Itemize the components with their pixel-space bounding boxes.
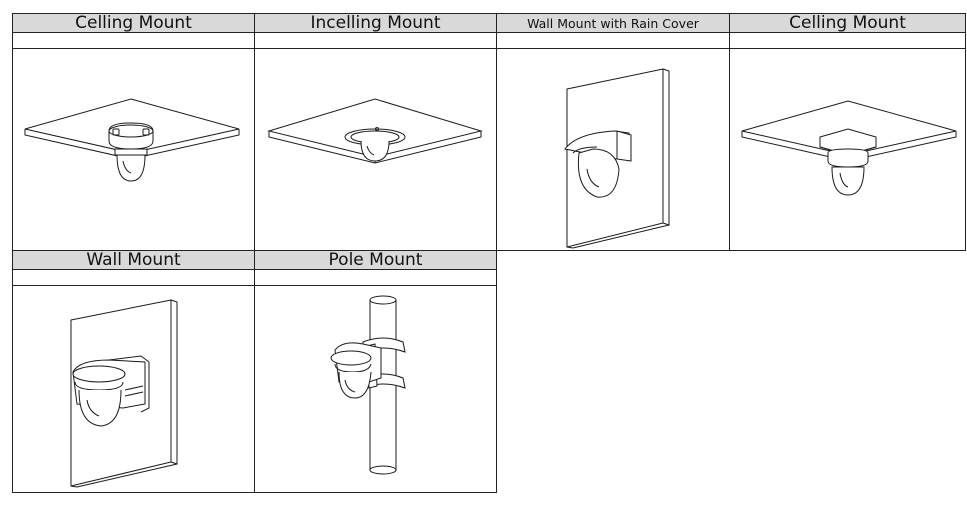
- header-wall-mount: Wall Mount: [12, 250, 255, 270]
- blank-cell: [254, 269, 497, 286]
- image-cell-wall-mount-rain-cover: [496, 48, 730, 251]
- header-label: Wall Mount with Rain Cover: [527, 15, 699, 31]
- header-label: Incelling Mount: [310, 13, 441, 33]
- header-label: Celling Mount: [75, 13, 192, 33]
- header-pole-mount: Pole Mount: [254, 250, 497, 270]
- wall-mount-rain-cover-icon: [497, 49, 729, 250]
- header-label: Wall Mount: [86, 250, 181, 270]
- image-cell-wall-mount: [12, 285, 255, 493]
- ceiling-adapter-dome-icon: [730, 49, 965, 250]
- blank-cell: [12, 269, 255, 286]
- image-cell-incelling-mount: [254, 48, 497, 251]
- header-label: Pole Mount: [328, 250, 423, 270]
- image-cell-ceiling-mount: [12, 48, 255, 251]
- ceiling-dome-icon: [13, 49, 254, 250]
- header-label: Celling Mount: [789, 13, 906, 33]
- wall-mount-dome-icon: [13, 286, 254, 492]
- blank-cell: [254, 32, 497, 49]
- image-cell-pole-mount: [254, 285, 497, 493]
- blank-cell: [729, 32, 966, 49]
- header-ceiling-mount-2: Celling Mount: [729, 13, 966, 33]
- header-ceiling-mount: Celling Mount: [12, 13, 255, 33]
- in-ceiling-dome-icon: [255, 49, 496, 250]
- blank-cell: [496, 32, 730, 49]
- header-incelling-mount: Incelling Mount: [254, 13, 497, 33]
- image-cell-ceiling-mount-2: [729, 48, 966, 251]
- header-wall-mount-rain-cover: Wall Mount with Rain Cover: [496, 13, 730, 33]
- blank-cell: [12, 32, 255, 49]
- pole-mount-dome-icon: [255, 286, 496, 492]
